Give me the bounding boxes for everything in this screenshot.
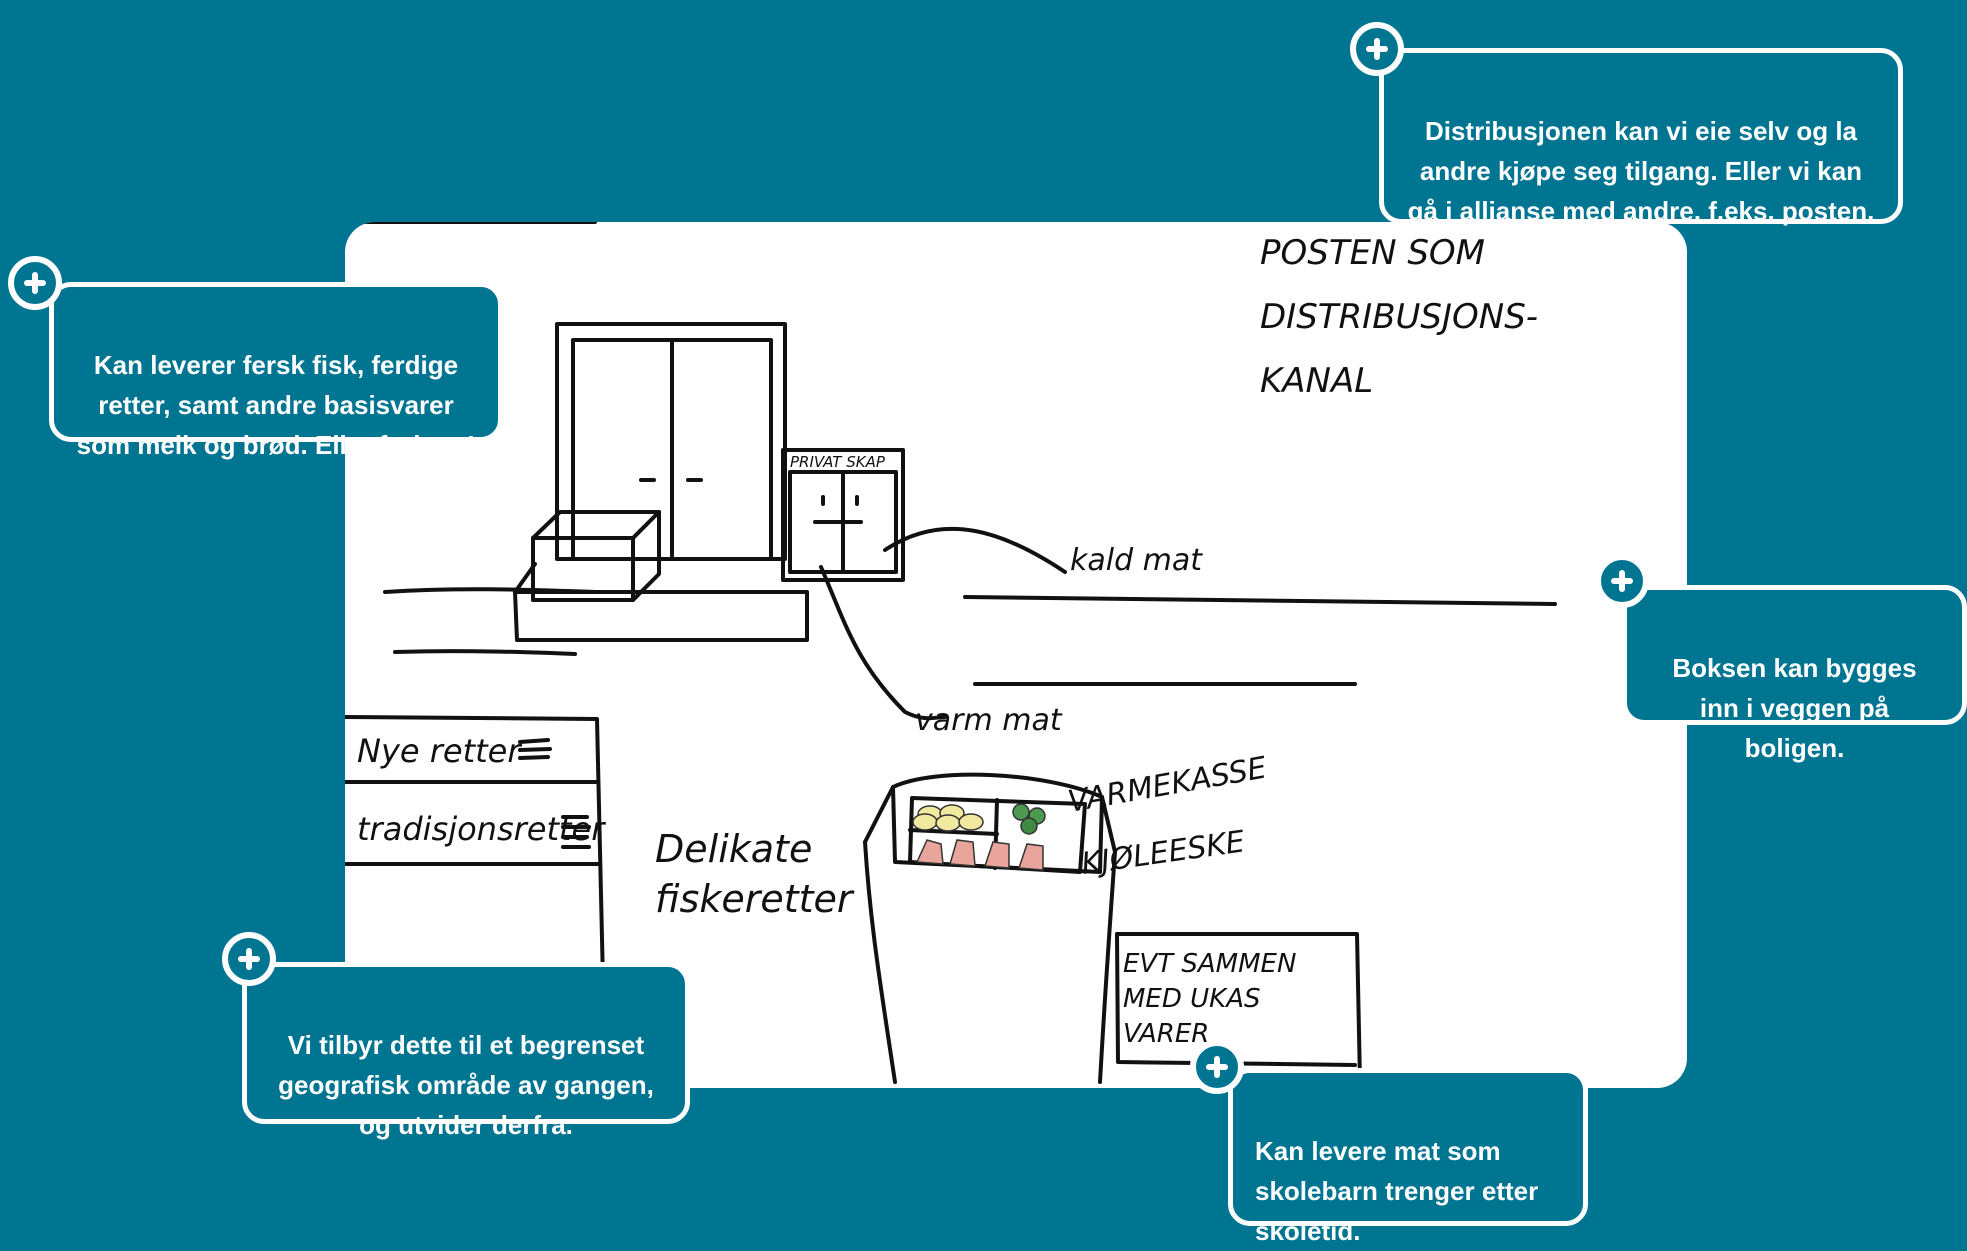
callout-distribution: Distribusjonen kan vi eie selv og la and… [1379,48,1903,224]
fish-dishes-line-2: fiskeretter [655,877,855,921]
cool-box-label: KJØLEESKE [1079,824,1247,882]
weekly-note-line-2: MED UKAS [1123,984,1261,1014]
callout-wall-box: Boksen kan bygges inn i veggen på bolige… [1622,585,1967,725]
callout-limited-area: Vi tilbyr dette til et begrenset geograf… [242,962,690,1124]
plus-circle-icon[interactable] [8,256,62,310]
weekly-note-line-1: EVT SAMMEN [1123,949,1296,979]
menu-item-new-dishes: Nye retter [357,732,522,770]
fish-dishes-line-1: Delikate [655,827,812,871]
plus-circle-icon[interactable] [1595,554,1649,608]
sketch-title-line-3: KANAL [1260,361,1373,401]
callout-school-kids-text: Kan levere mat som skolebarn trenger ett… [1255,1136,1538,1246]
sketch-drawing: PRIVAT SKAP POSTEN SOM DISTRIBUSJONS- KA… [345,222,1687,1088]
cold-food-label: kald mat [1070,543,1203,578]
callout-school-kids: Kan levere mat som skolebarn trenger ett… [1228,1068,1588,1226]
private-cabinet-label: PRIVAT SKAP [790,453,886,471]
plus-circle-icon[interactable] [222,932,276,986]
callout-limited-area-text: Vi tilbyr dette til et begrenset geograf… [278,1030,654,1140]
callout-fresh-fish: Kan leverer fersk fisk, ferdige retter, … [49,282,503,442]
sketch-image: PRIVAT SKAP POSTEN SOM DISTRIBUSJONS- KA… [345,222,1687,1088]
callout-fresh-fish-text: Kan leverer fersk fisk, ferdige retter, … [77,350,476,460]
sketch-title-line-2: DISTRIBUSJONS- [1260,297,1538,337]
heat-box-label: VARMEKASSE [1065,751,1269,820]
plus-circle-icon[interactable] [1190,1040,1244,1094]
sketch-title-line-1: POSTEN SOM [1260,233,1485,273]
callout-wall-box-text: Boksen kan bygges inn i veggen på bolige… [1672,653,1916,763]
menu-item-traditional: tradisjonsretter [357,810,606,848]
callout-distribution-text: Distribusjonen kan vi eie selv og la and… [1408,116,1875,226]
plus-circle-icon[interactable] [1350,22,1404,76]
warm-food-label: varm mat [915,703,1063,738]
weekly-note-line-3: VARER [1123,1019,1209,1049]
package-box [533,512,659,538]
